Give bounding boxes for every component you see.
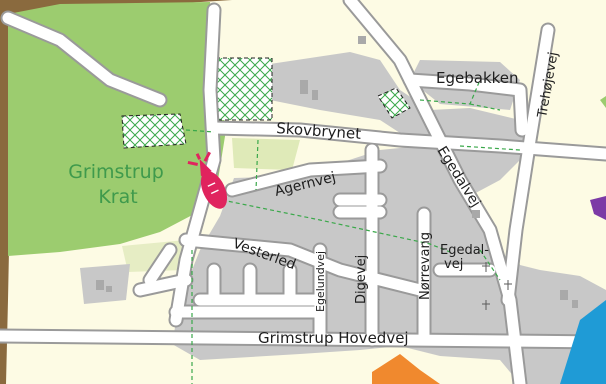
hatched-area-3 <box>377 87 411 119</box>
street-label-skovbrynet: Skovbrynet <box>276 119 362 143</box>
buildings <box>96 36 578 308</box>
church-cross-icon <box>482 262 512 310</box>
area-label-line1: Grimstrup <box>68 161 164 183</box>
built-up-west <box>80 264 130 304</box>
green-decoration <box>600 96 606 108</box>
orange-decoration <box>372 354 440 384</box>
area-label-line2: Krat <box>98 186 137 208</box>
street-label-egelundvej: Egelundvej <box>314 251 327 312</box>
street-label-egedal-line1: Egedal- <box>440 243 489 258</box>
blue-decoration <box>560 300 606 384</box>
forest-grimstrup-krat <box>8 2 226 256</box>
street-label-egedal-line2: vej <box>444 257 463 272</box>
footpaths <box>185 79 521 384</box>
street-label-egebakken: Egebakken <box>436 69 519 87</box>
street-label-norrevang: Nørrevang <box>418 232 433 300</box>
meadow <box>232 138 300 170</box>
street-label-digevej: Digevej <box>354 255 369 304</box>
street-label-grimstrup-hovedvej: Grimstrup Hovedvej <box>258 329 409 347</box>
purple-decoration <box>590 196 606 220</box>
rocket-marker-icon[interactable] <box>186 149 233 214</box>
hatched-area-2 <box>121 113 187 149</box>
hatched-area-1 <box>215 57 273 121</box>
